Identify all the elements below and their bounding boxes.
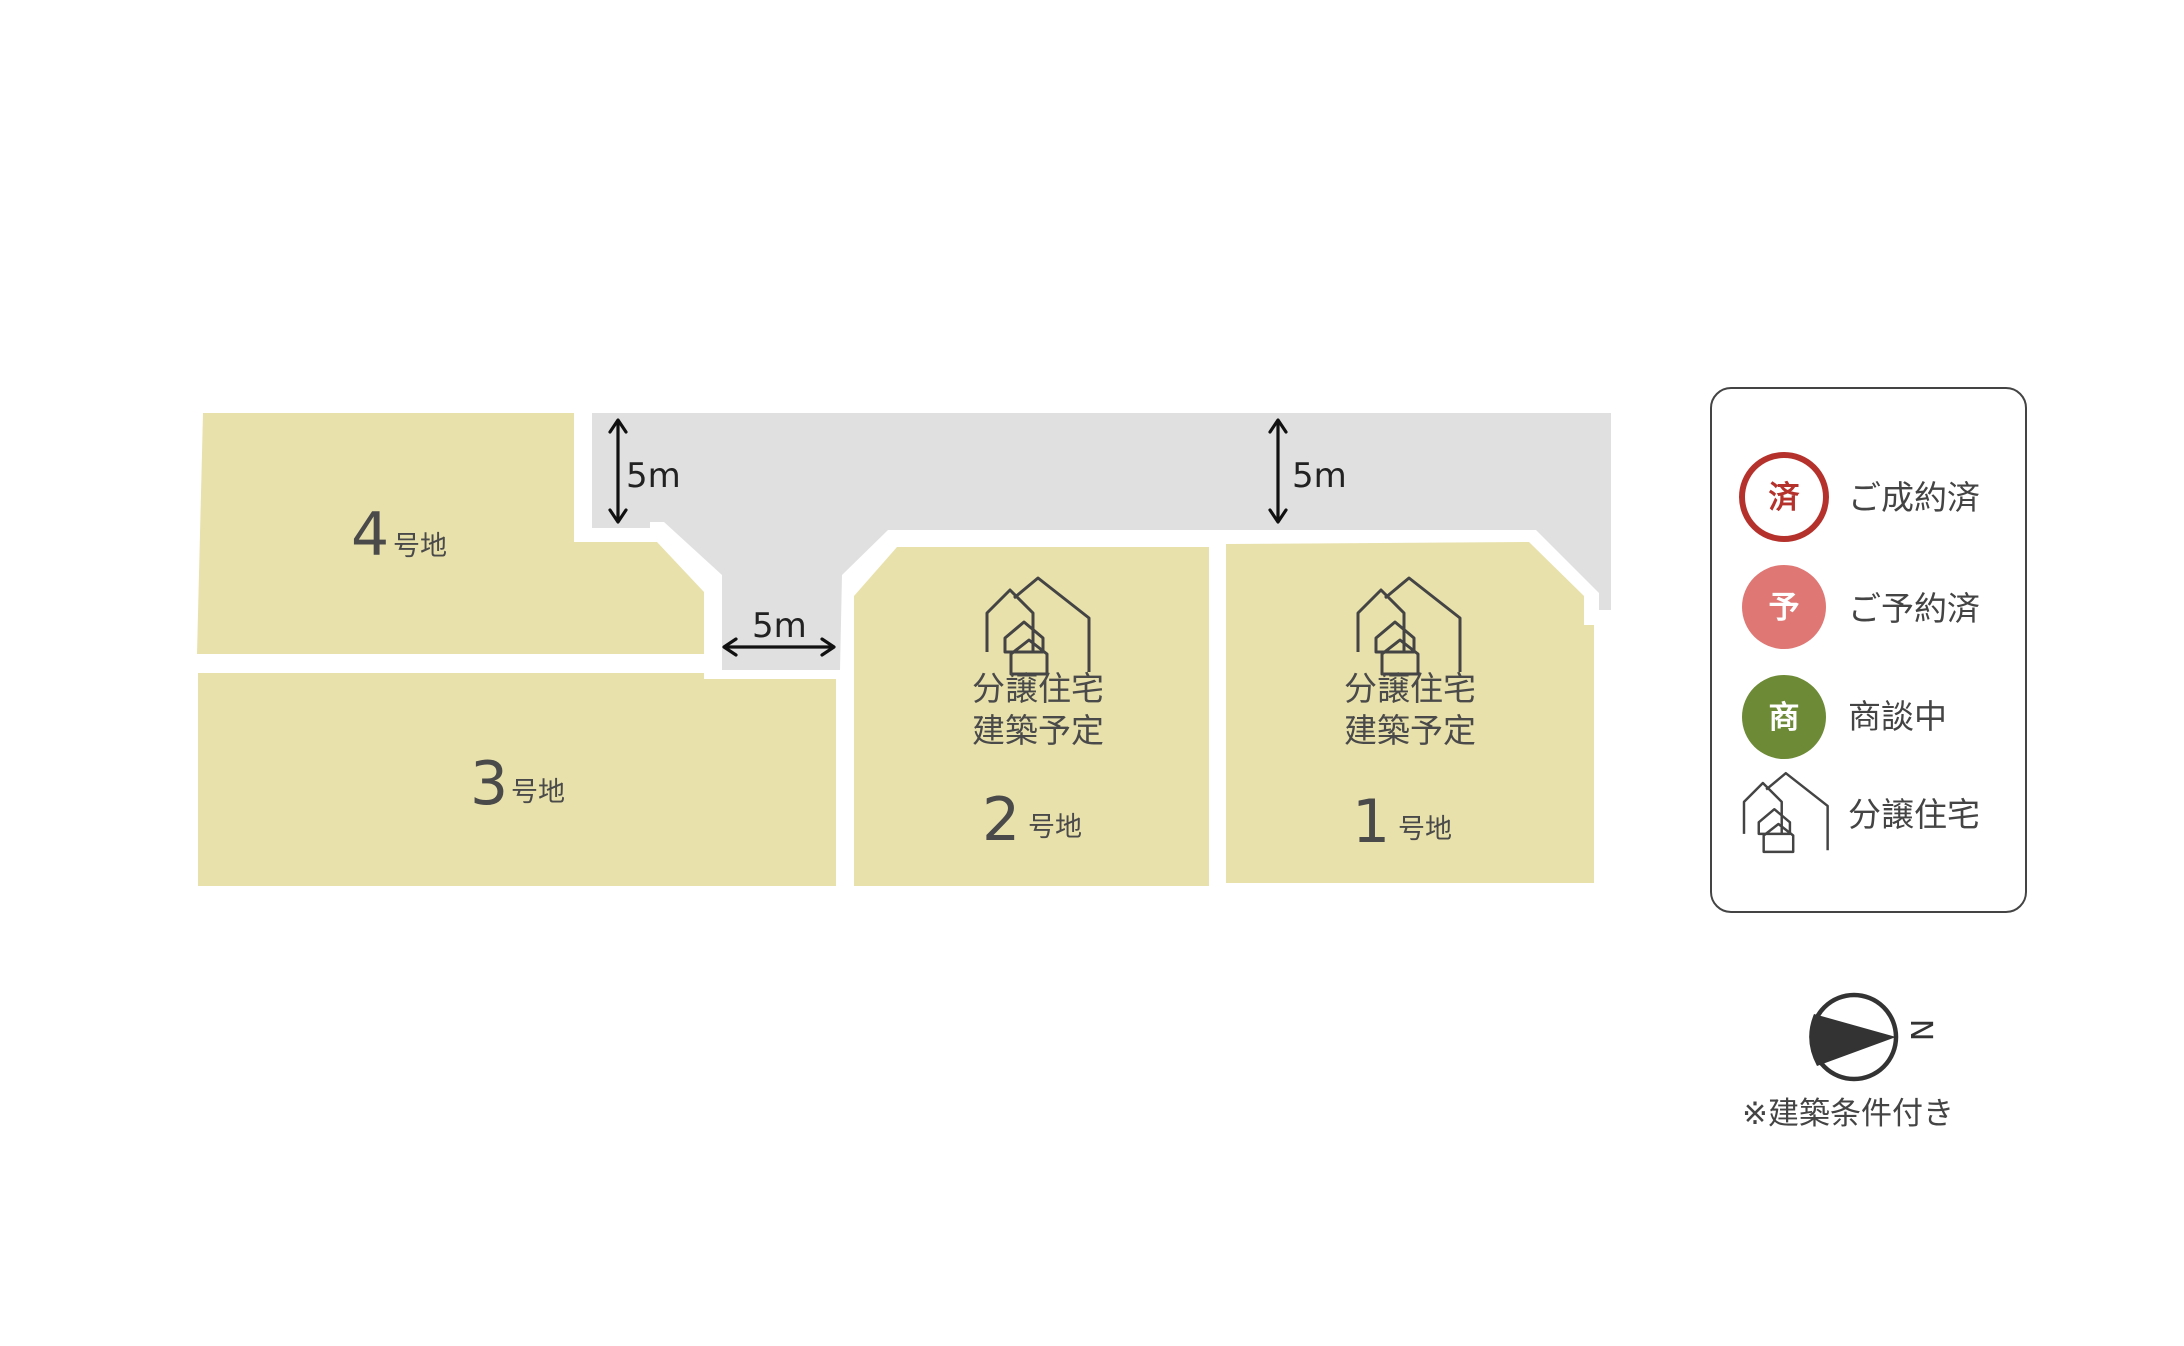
road [592,413,1611,670]
reserved-badge [1742,565,1826,649]
lot-1-suffix: 号地 [1398,814,1452,845]
road-width-lower-dimension: 5m [722,606,836,657]
road-width-lower-label: 5m [752,606,807,646]
lot-2-label: 分譲住宅 建築予定 2 号地 [972,576,1104,855]
legend-label-negotiating: 商談中 [1848,697,1947,736]
lot-4-parcel[interactable] [197,413,704,654]
legend-item-reserved: 予 ご予約済 [1742,565,1980,649]
lot-2-note-line1: 分譲住宅 [972,669,1104,708]
lot-2-parcel[interactable] [854,547,1209,886]
lot-3-number: 3 [470,749,508,819]
legend-label-contracted: ご成約済 [1848,478,1980,517]
legend-item-contracted: 済 ご成約済 [1739,452,1980,542]
building-condition-note: ※建築条件付き [1742,1096,1954,1132]
legend: 済 ご成約済 予 ご予約済 商 商談中 分譲住宅 [1710,387,2027,913]
lot-1-note-line2: 建築予定 [1344,711,1476,750]
lot-2-suffix: 号地 [1028,812,1082,843]
legend-item-house: 分譲住宅 [1742,771,1980,854]
lot-3-suffix: 号地 [511,777,565,808]
lot-1-parcel[interactable] [1226,542,1594,883]
lot-1-label: 分譲住宅 建築予定 1 号地 [1344,576,1476,857]
contracted-badge [1739,452,1829,542]
lot-3-parcel[interactable] [198,673,836,886]
road-width-right-dimension: 5m [1268,418,1347,524]
legend-label-house: 分譲住宅 [1848,795,1980,834]
road-width-left-dimension: 5m [608,418,681,524]
negotiating-badge-text: 商 [1769,700,1800,736]
lot-1-note-line1: 分譲住宅 [1344,669,1476,708]
contracted-badge-text: 済 [1769,480,1801,516]
negotiating-badge [1742,675,1826,759]
north-arrow-icon: N [1809,992,1938,1082]
lot-4-number: 4 [351,500,389,570]
road-width-left-label: 5m [626,456,681,496]
lot-2-number: 2 [982,785,1020,855]
lot-1-number: 1 [1352,787,1390,857]
north-letter: N [1903,1019,1938,1041]
lot-2-note-line2: 建築予定 [972,711,1104,750]
legend-label-reserved: ご予約済 [1848,589,1980,628]
reserved-badge-text: 予 [1769,590,1800,626]
lot-4-suffix: 号地 [393,531,447,562]
lot-3-label: 3 号地 [470,749,565,819]
road-width-right-label: 5m [1292,456,1347,496]
lot-4-label: 4 号地 [351,500,447,570]
legend-item-negotiating: 商 商談中 [1742,675,1947,759]
